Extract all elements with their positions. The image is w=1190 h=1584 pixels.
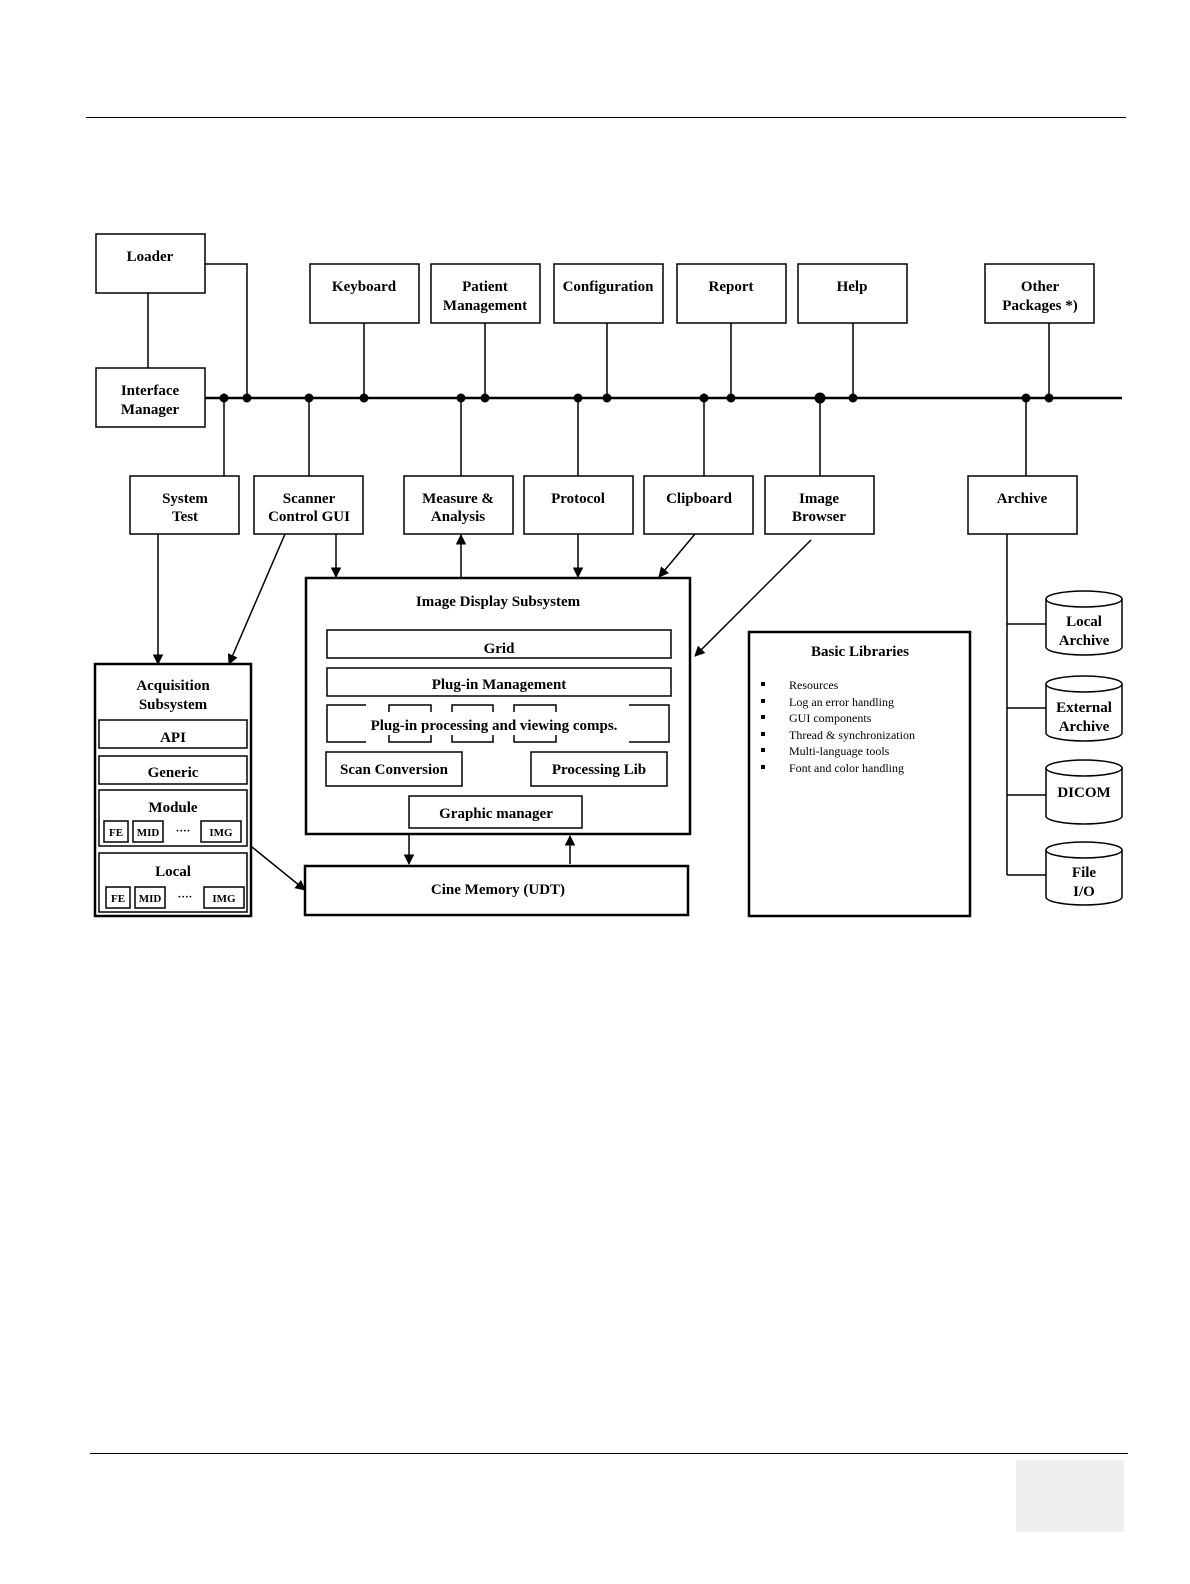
loader-connector xyxy=(205,263,248,398)
svg-text:Basic Libraries: Basic Libraries xyxy=(811,644,909,660)
library-item: Log an error handling xyxy=(789,695,894,709)
processing-lib-box xyxy=(530,751,668,787)
svg-text:Help: Help xyxy=(837,279,868,295)
svg-text:External: External xyxy=(1056,700,1112,716)
svg-text:Browser: Browser xyxy=(792,509,846,525)
interface-manager-box: Interface Manager xyxy=(95,367,206,428)
svg-text:Plug-in processing and viewing: Plug-in processing and viewing comps. xyxy=(371,718,618,734)
svg-text:IMG: IMG xyxy=(212,893,236,905)
basic-libraries-box: Basic Libraries Resources Log an error h… xyxy=(747,630,972,918)
svg-text:Local: Local xyxy=(155,864,191,880)
library-item: GUI components xyxy=(789,711,872,725)
svg-text:Plug-in Management: Plug-in Management xyxy=(432,677,567,693)
image-display-subsystem: Image Display Subsystem Grid Plug-in Man… xyxy=(304,576,692,836)
patient-management-box: Patient Management xyxy=(430,263,541,324)
svg-text:Archive: Archive xyxy=(997,491,1048,507)
page-number-tab xyxy=(1016,1460,1124,1532)
svg-text:Graphic manager: Graphic manager xyxy=(439,806,553,822)
svg-text:Scan Conversion: Scan Conversion xyxy=(340,762,449,778)
svg-text:I/O: I/O xyxy=(1073,884,1095,900)
archive-box: Archive xyxy=(967,475,1078,535)
grid-box xyxy=(326,629,672,659)
svg-text:Protocol: Protocol xyxy=(551,491,605,507)
svg-text:Report: Report xyxy=(709,279,754,295)
report-box: Report xyxy=(676,263,787,324)
connectors xyxy=(147,263,1122,891)
api-box xyxy=(98,719,248,749)
help-box: Help xyxy=(797,263,908,324)
plugin-management-box xyxy=(326,667,672,697)
svg-text:MID: MID xyxy=(139,893,162,905)
svg-text:MID: MID xyxy=(137,827,160,839)
plugin-processing-box: Plug-in processing and viewing comps. xyxy=(326,704,670,743)
image-browser-box: Image Browser xyxy=(764,475,875,535)
svg-text:Manager: Manager xyxy=(121,402,180,418)
svg-text:Cine Memory (UDT): Cine Memory (UDT) xyxy=(431,882,565,898)
svg-text:DICOM: DICOM xyxy=(1057,785,1110,801)
svg-text:Generic: Generic xyxy=(148,765,199,781)
svg-text:Patient: Patient xyxy=(462,279,508,295)
cine-memory-box: Cine Memory (UDT) xyxy=(303,864,690,917)
library-item: Font and color handling xyxy=(789,761,904,775)
svg-text:Clipboard: Clipboard xyxy=(666,491,733,507)
svg-text:Keyboard: Keyboard xyxy=(332,279,397,295)
svg-text:System: System xyxy=(162,491,208,507)
svg-text:Control GUI: Control GUI xyxy=(268,509,350,525)
svg-text:Subsystem: Subsystem xyxy=(139,697,208,713)
clipboard-box: Clipboard xyxy=(643,475,754,535)
svg-text:FE: FE xyxy=(111,893,125,905)
svg-text:Processing Lib: Processing Lib xyxy=(552,762,646,778)
svg-text:File: File xyxy=(1072,865,1096,881)
svg-text:Packages *): Packages *) xyxy=(1002,298,1077,314)
svg-text:Archive: Archive xyxy=(1059,719,1110,735)
keyboard-box: Keyboard xyxy=(309,263,420,324)
library-item: Thread & synchronization xyxy=(789,728,915,742)
svg-text:Other: Other xyxy=(1021,279,1060,295)
svg-text:FE: FE xyxy=(109,827,123,839)
library-item: Multi-language tools xyxy=(789,744,890,758)
local-archive-cylinder: Local Archive xyxy=(1045,590,1123,656)
svg-text:····: ···· xyxy=(176,825,191,837)
svg-text:····: ···· xyxy=(178,891,193,903)
svg-text:Measure &: Measure & xyxy=(422,491,494,507)
svg-text:Module: Module xyxy=(148,800,198,816)
svg-text:Acquisition: Acquisition xyxy=(136,678,210,694)
svg-text:Configuration: Configuration xyxy=(563,279,655,295)
svg-text:API: API xyxy=(160,730,186,746)
svg-text:Image: Image xyxy=(799,491,839,507)
svg-text:Management: Management xyxy=(443,298,527,314)
header-rule xyxy=(86,117,1126,118)
graphic-manager-box xyxy=(408,795,583,829)
footer-rule xyxy=(90,1453,1128,1454)
measure-analysis-box: Measure & Analysis xyxy=(403,475,514,535)
system-test-box: System Test xyxy=(129,475,240,535)
configuration-box: Configuration xyxy=(553,263,664,324)
scanner-control-gui-box: Scanner Control GUI xyxy=(253,475,364,535)
bus-junctions xyxy=(219,392,1054,404)
svg-text:IMG: IMG xyxy=(209,827,233,839)
scan-conversion-box xyxy=(325,751,463,787)
svg-text:Loader: Loader xyxy=(127,249,174,265)
svg-text:Interface: Interface xyxy=(121,383,180,399)
acquisition-subsystem: Acquisition Subsystem API Generic Module… xyxy=(93,662,253,918)
loader-box: Loader xyxy=(95,233,206,294)
svg-text:Image Display Subsystem: Image Display Subsystem xyxy=(416,594,581,610)
generic-box xyxy=(98,755,248,785)
svg-text:Grid: Grid xyxy=(484,641,515,657)
svg-text:Analysis: Analysis xyxy=(431,509,485,525)
svg-text:Scanner: Scanner xyxy=(283,491,336,507)
other-packages-box: Other Packages *) xyxy=(984,263,1095,324)
svg-text:Archive: Archive xyxy=(1059,633,1110,649)
svg-text:Test: Test xyxy=(172,509,198,525)
svg-text:Local: Local xyxy=(1066,614,1102,630)
file-io-cylinder: File I/O xyxy=(1045,841,1123,906)
library-item: Resources xyxy=(789,678,839,692)
external-archive-cylinder: External Archive xyxy=(1045,675,1123,742)
protocol-box: Protocol xyxy=(523,475,634,535)
dicom-cylinder: DICOM xyxy=(1045,759,1123,825)
